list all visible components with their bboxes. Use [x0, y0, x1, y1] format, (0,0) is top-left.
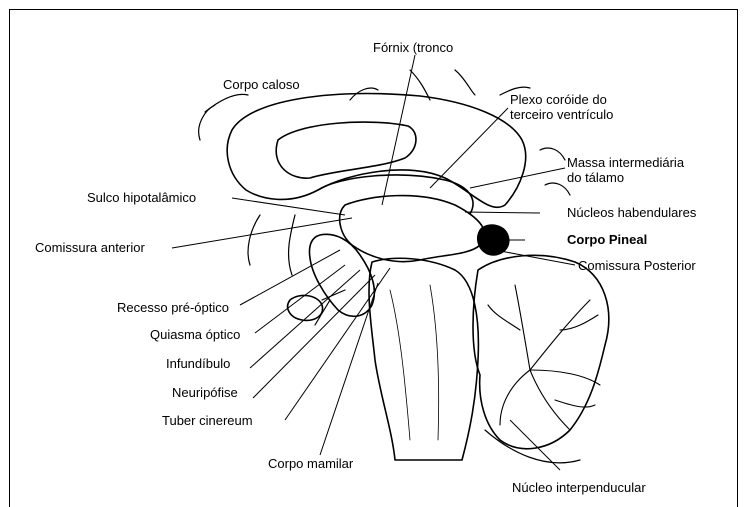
label-comissura-post: Comissura Posterior	[578, 258, 696, 273]
label-sulco: Sulco hipotalâmico	[87, 190, 196, 205]
label-massa-2: do tálamo	[567, 170, 624, 185]
label-recesso: Recesso pré-óptico	[117, 300, 229, 315]
label-nucleos-hab: Núcleos habendulares	[567, 205, 696, 220]
label-quiasma: Quiasma óptico	[150, 327, 240, 342]
label-plexo-2: terceiro ventrículo	[510, 107, 613, 122]
label-nucleo-interp: Núcleo interpenducular	[512, 480, 646, 495]
fornix-outline	[318, 175, 473, 214]
cerebellum-outline	[473, 255, 609, 448]
diencephalon-outline	[340, 196, 485, 262]
label-corpo-caloso: Corpo caloso	[223, 77, 300, 92]
label-corpo-pineal: Corpo Pineal	[567, 232, 647, 247]
label-comissura-ant: Comissura anterior	[35, 240, 145, 255]
label-infundibulo: Infundíbulo	[166, 356, 230, 371]
corpus-callosum-outline	[227, 94, 525, 208]
brainstem-outline	[369, 258, 478, 460]
label-fornix: Fórnix (tronco	[373, 40, 453, 55]
label-corpo-mamilar: Corpo mamilar	[268, 456, 353, 471]
label-massa-1: Massa intermediária	[567, 155, 684, 170]
label-plexo-1: Plexo coróide do	[510, 92, 607, 107]
label-tuber: Tuber cinereum	[162, 413, 253, 428]
label-neuripofise: Neuripófise	[172, 385, 238, 400]
